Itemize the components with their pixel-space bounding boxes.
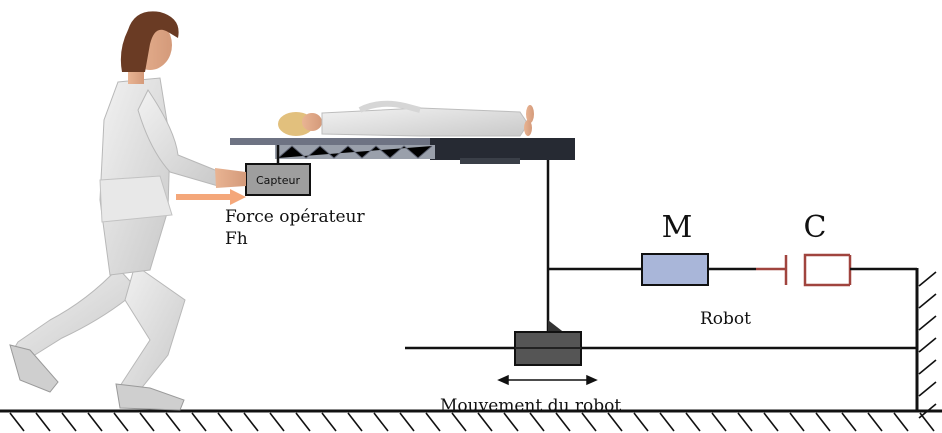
ground-hatch-line [399, 412, 415, 432]
ground-hatch-line [477, 412, 493, 432]
ground-hatch-line [425, 412, 441, 432]
ground-hatch-line [139, 412, 155, 432]
ground-hatch-line [893, 412, 909, 432]
ground-hatch-line [789, 412, 805, 432]
ground-hatch-line [633, 412, 649, 432]
force-label-line2: Fh [225, 229, 248, 249]
ground-hatch-line [451, 412, 467, 432]
wall-hatch-line [918, 337, 937, 353]
force-label-line1: Force opérateur [225, 207, 365, 227]
mass-block [641, 253, 709, 286]
ground-hatch-line [659, 412, 675, 432]
ground-hatch-line [217, 412, 233, 432]
movement-arrow [497, 374, 598, 386]
ground-hatch-line [191, 412, 207, 432]
wall-hatch-line [918, 359, 937, 375]
ground-hatch-line [35, 412, 51, 432]
ground-hatch-line [295, 412, 311, 432]
movement-label: Mouvement du robot [440, 396, 621, 416]
ground-hatch-line [321, 412, 337, 432]
mass-label: M [662, 210, 693, 245]
ground-hatch-line [347, 412, 363, 432]
stretcher-table [230, 138, 575, 164]
wall-hatch-line [918, 271, 937, 287]
ground-hatch-line [503, 412, 519, 432]
ground-hatch-line [529, 412, 545, 432]
sensor-label: Capteur [256, 174, 300, 187]
ground-hatch-line [243, 412, 259, 432]
ground-hatch-line [113, 412, 129, 432]
operator-nurse-figure [9, 11, 246, 411]
ground-hatch-line [841, 412, 857, 432]
ground-hatch-line [87, 412, 103, 432]
force-arrow [176, 189, 246, 205]
patient-figure [278, 100, 534, 137]
ground-hatch-line [737, 412, 753, 432]
ground-hatch-line [763, 412, 779, 432]
ground-hatch-line [711, 412, 727, 432]
wall-hatch-line [918, 293, 937, 309]
ground-hatch-line [165, 412, 181, 432]
carriage-mount [548, 320, 566, 334]
wall-hatch-line [918, 403, 937, 419]
ground-hatch-line [555, 412, 571, 432]
robot-label: Robot [700, 309, 751, 329]
wall-hatch-line [918, 381, 937, 397]
ground-hatch-line [867, 412, 883, 432]
ground-hatch-line [373, 412, 389, 432]
damper-label: C [804, 210, 827, 245]
ground-hatch-line [269, 412, 285, 432]
wall [915, 268, 937, 419]
ground [0, 409, 942, 432]
wall-hatch-line [918, 315, 937, 331]
ground-hatch-line [685, 412, 701, 432]
ground-hatch-line [9, 412, 25, 432]
damper [756, 253, 852, 287]
ground-hatch-line [61, 412, 77, 432]
ground-hatch-line [607, 412, 623, 432]
ground-hatch-line [815, 412, 831, 432]
ground-hatch-line [581, 412, 597, 432]
